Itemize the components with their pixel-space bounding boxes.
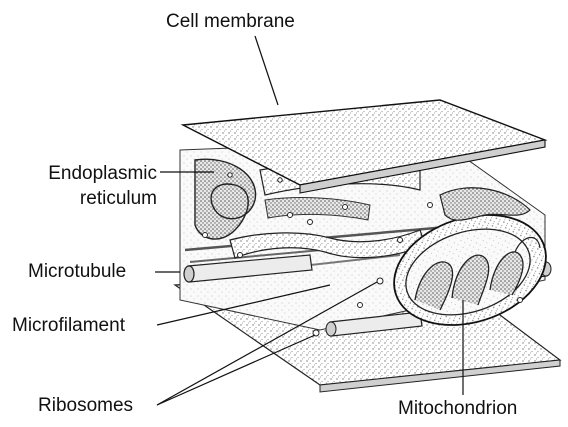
endoplasmic-reticulum-label-line2: reticulum	[10, 188, 157, 210]
microfilament-label: Microfilament	[12, 315, 125, 337]
mitochondrion-label: Mitochondrion	[398, 398, 517, 420]
cell-membrane-label: Cell membrane	[166, 11, 295, 33]
endoplasmic-reticulum-label-line1: Endoplasmic	[10, 163, 157, 185]
microtubule-label: Microtubule	[28, 261, 126, 283]
ribosomes-label: Ribosomes	[38, 395, 133, 417]
